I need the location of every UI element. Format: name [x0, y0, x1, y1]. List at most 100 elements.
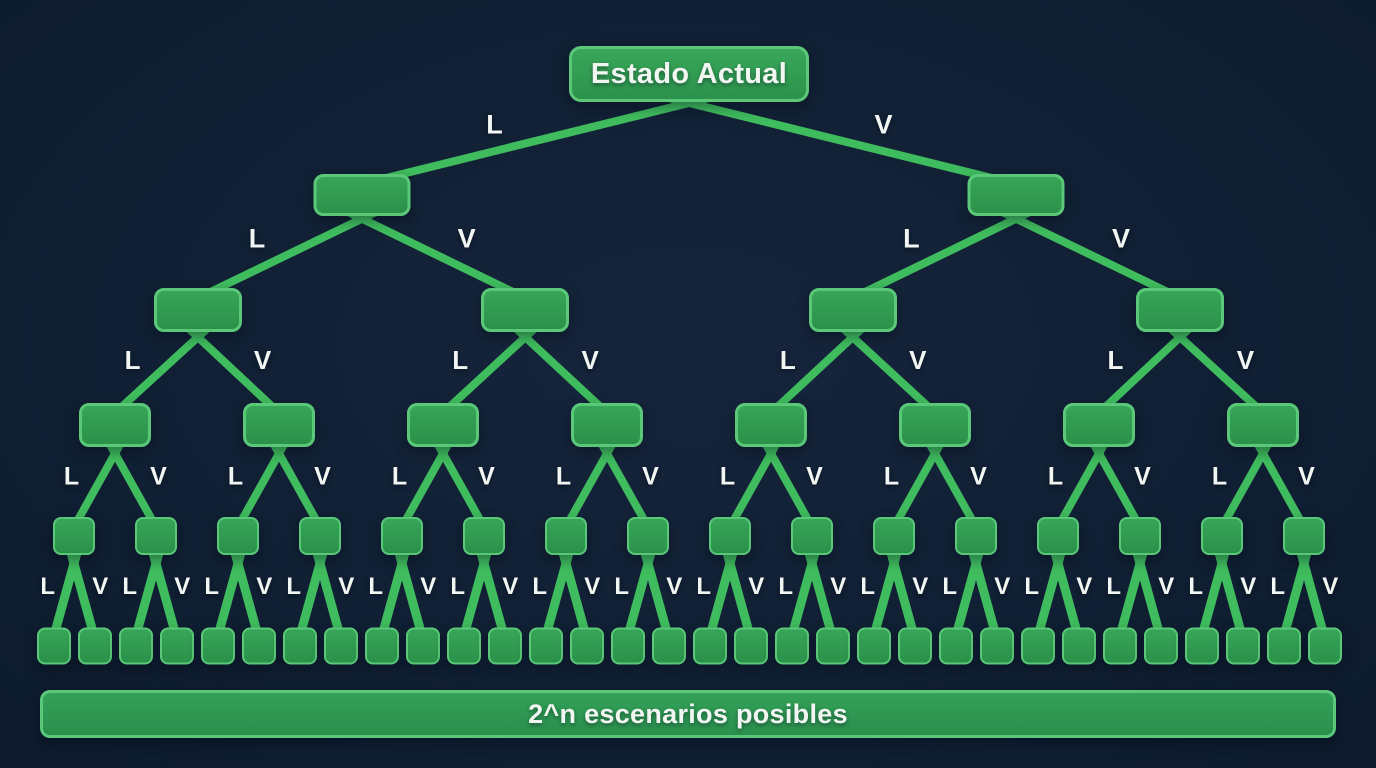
tree-node-l4-5 — [463, 517, 505, 555]
scenarios-banner-label: 2^n escenarios posibles — [528, 698, 848, 729]
branch-label-v: V — [420, 573, 437, 601]
tree-edge — [112, 323, 213, 416]
branch-label-l: L — [248, 223, 266, 254]
tree-edge — [1096, 323, 1195, 416]
branch-label-v: V — [1298, 462, 1315, 491]
branch-label-v: V — [1236, 344, 1255, 375]
tree-node-l5-5 — [241, 627, 276, 665]
branch-label-l: L — [614, 573, 630, 601]
tree-edge — [432, 439, 488, 529]
tree-edge — [639, 547, 673, 639]
branch-label-l: L — [1047, 462, 1064, 491]
tree-node-l5-19 — [815, 627, 850, 665]
tree-edge — [510, 323, 610, 416]
tree-edge — [1049, 547, 1083, 639]
branch-label-v: V — [748, 573, 765, 601]
branch-label-l: L — [860, 573, 876, 601]
branch-label-v: V — [1076, 573, 1093, 601]
branch-label-v: V — [806, 462, 823, 491]
tree-node-l4-13 — [1119, 517, 1161, 555]
branch-label-v: V — [338, 573, 355, 601]
tree-node-l2-0 — [154, 288, 243, 332]
branch-label-l: L — [486, 109, 503, 140]
tree-node-l3-7 — [1227, 403, 1299, 447]
branch-label-l: L — [1188, 573, 1204, 601]
tree-node-l2-3 — [1135, 288, 1224, 332]
tree-edge — [837, 323, 938, 416]
tree-edge — [147, 547, 181, 639]
branch-label-v: V — [1134, 462, 1151, 491]
tree-node-l5-7 — [323, 627, 358, 665]
tree-node-l3-1 — [243, 403, 315, 447]
branch-label-l: L — [1106, 573, 1122, 601]
tree-node-l5-18 — [774, 627, 809, 665]
tree-node-l4-14 — [1201, 517, 1243, 555]
tree-edge — [1295, 547, 1329, 639]
tree-node-l5-26 — [1102, 627, 1137, 665]
branch-label-l: L — [883, 462, 900, 491]
tree-node-l5-31 — [1307, 627, 1342, 665]
branch-label-l: L — [555, 462, 572, 491]
tree-node-l4-0 — [53, 517, 95, 555]
branch-label-v: V — [1240, 573, 1257, 601]
tree-node-l5-24 — [1020, 627, 1055, 665]
tree-edge — [850, 206, 1036, 302]
branch-label-v: V — [150, 462, 167, 491]
branch-label-l: L — [452, 344, 469, 375]
tree-edge — [104, 439, 160, 529]
tree-node-l5-3 — [159, 627, 194, 665]
branch-label-l: L — [204, 573, 220, 601]
tree-edge — [196, 206, 382, 302]
branch-label-l: L — [391, 462, 408, 491]
tree-edge — [229, 547, 263, 639]
tree-edge — [393, 547, 427, 639]
tree-node-l5-6 — [282, 627, 317, 665]
tree-edge — [967, 547, 1001, 639]
tree-node-l1-1 — [967, 174, 1065, 216]
tree-edge — [65, 547, 99, 639]
tree-node-l4-15 — [1283, 517, 1325, 555]
tree-node-l5-4 — [200, 627, 235, 665]
tree-node-l5-2 — [118, 627, 153, 665]
tree-node-l3-3 — [571, 403, 643, 447]
branch-label-l: L — [40, 573, 56, 601]
tree-node-l5-25 — [1061, 627, 1096, 665]
tree-edge — [440, 323, 541, 416]
branch-label-l: L — [719, 462, 736, 491]
tree-node-l5-11 — [487, 627, 522, 665]
branch-label-l: L — [942, 573, 958, 601]
tree-node-l5-17 — [733, 627, 768, 665]
tree-edge — [311, 547, 345, 639]
tree-edge — [768, 323, 868, 416]
branch-label-v: V — [912, 573, 929, 601]
tree-node-l5-21 — [897, 627, 932, 665]
tree-node-l4-7 — [627, 517, 669, 555]
tree-node-l3-2 — [407, 403, 479, 447]
branch-label-l: L — [286, 573, 302, 601]
root-node: Estado Actual — [569, 46, 809, 102]
tree-node-l4-8 — [709, 517, 751, 555]
tree-node-l4-10 — [873, 517, 915, 555]
branch-label-v: V — [666, 573, 683, 601]
tree-edge — [803, 547, 837, 639]
tree-node-l5-16 — [692, 627, 727, 665]
tree-edge — [1252, 439, 1308, 529]
scenarios-banner: 2^n escenarios posibles — [40, 690, 1336, 738]
tree-node-l5-13 — [569, 627, 604, 665]
branch-label-l: L — [779, 344, 796, 375]
branch-label-l: L — [124, 344, 141, 375]
tree-node-l4-1 — [135, 517, 177, 555]
branch-label-v: V — [874, 109, 893, 140]
tree-edge — [361, 92, 718, 188]
branch-label-l: L — [696, 573, 712, 601]
tree-node-l5-9 — [405, 627, 440, 665]
tree-node-l5-29 — [1225, 627, 1260, 665]
branch-label-v: V — [174, 573, 191, 601]
tree-node-l3-5 — [899, 403, 971, 447]
branch-label-l: L — [368, 573, 384, 601]
tree-node-l4-12 — [1037, 517, 1079, 555]
branch-label-v: V — [314, 462, 331, 491]
tree-node-l5-14 — [610, 627, 645, 665]
tree-node-l4-3 — [299, 517, 341, 555]
tree-node-l2-2 — [808, 288, 897, 332]
